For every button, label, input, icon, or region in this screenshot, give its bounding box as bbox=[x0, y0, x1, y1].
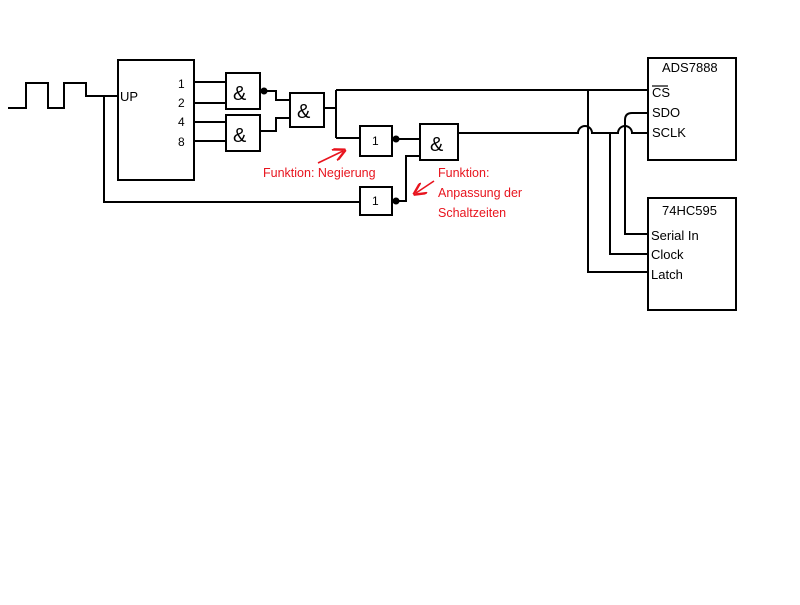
not-gate-1-symbol: 1 bbox=[372, 134, 379, 148]
sr-pin-clock: Clock bbox=[651, 247, 684, 262]
annotation-timing-line2: Anpassung der bbox=[438, 186, 522, 200]
and-gate-2-symbol: & bbox=[233, 125, 247, 147]
annotation-negation: Funktion: Negierung bbox=[263, 166, 376, 180]
wire-latch bbox=[587, 90, 648, 273]
shift-register-title: 74HC595 bbox=[662, 203, 717, 218]
and-gate-1 bbox=[225, 72, 261, 110]
counter-output-1: 1 bbox=[178, 77, 185, 91]
adc-block bbox=[647, 57, 737, 161]
not-gate-2 bbox=[359, 186, 393, 216]
annotation-timing-line3: Schaltzeiten bbox=[438, 206, 506, 220]
counter-output-8: 8 bbox=[178, 135, 185, 149]
clock-signal bbox=[8, 82, 118, 109]
and-gate-4-symbol: & bbox=[430, 134, 444, 156]
wire-not2-to-and4 bbox=[396, 155, 420, 202]
not-gate-2-symbol: 1 bbox=[372, 194, 379, 208]
wire-to-sclk bbox=[458, 125, 648, 134]
and-gate-2 bbox=[225, 114, 261, 152]
and-gate-3-symbol: & bbox=[297, 101, 311, 123]
wire-serial-in bbox=[624, 112, 648, 235]
adc-pin-sclk: SCLK bbox=[652, 125, 686, 140]
adc-pin-cs: CS bbox=[652, 85, 670, 100]
wire-and2-to-and3 bbox=[260, 117, 290, 132]
adc-pin-sdo: SDO bbox=[652, 105, 680, 120]
and-gate-1-symbol: & bbox=[233, 83, 247, 105]
wire-clock-to-not bbox=[103, 96, 360, 203]
sr-pin-serial-in: Serial In bbox=[651, 228, 699, 243]
counter-output-2: 2 bbox=[178, 96, 185, 110]
sr-pin-latch: Latch bbox=[651, 267, 683, 282]
and-gate-3 bbox=[289, 92, 325, 128]
and-gate-4 bbox=[419, 123, 459, 161]
counter-output-4: 4 bbox=[178, 115, 185, 129]
annotation-timing-arrow bbox=[416, 180, 435, 193]
annotation-timing-line1: Funktion: bbox=[438, 166, 489, 180]
wire-clock bbox=[609, 133, 648, 255]
not-gate-1 bbox=[359, 125, 393, 157]
adc-title: ADS7888 bbox=[662, 60, 718, 75]
shift-register-block bbox=[647, 197, 737, 311]
wire-and1-to-and3 bbox=[264, 90, 290, 101]
counter-block bbox=[117, 59, 195, 181]
annotation-negation-arrow bbox=[317, 151, 343, 164]
counter-input-label: UP bbox=[120, 89, 138, 104]
